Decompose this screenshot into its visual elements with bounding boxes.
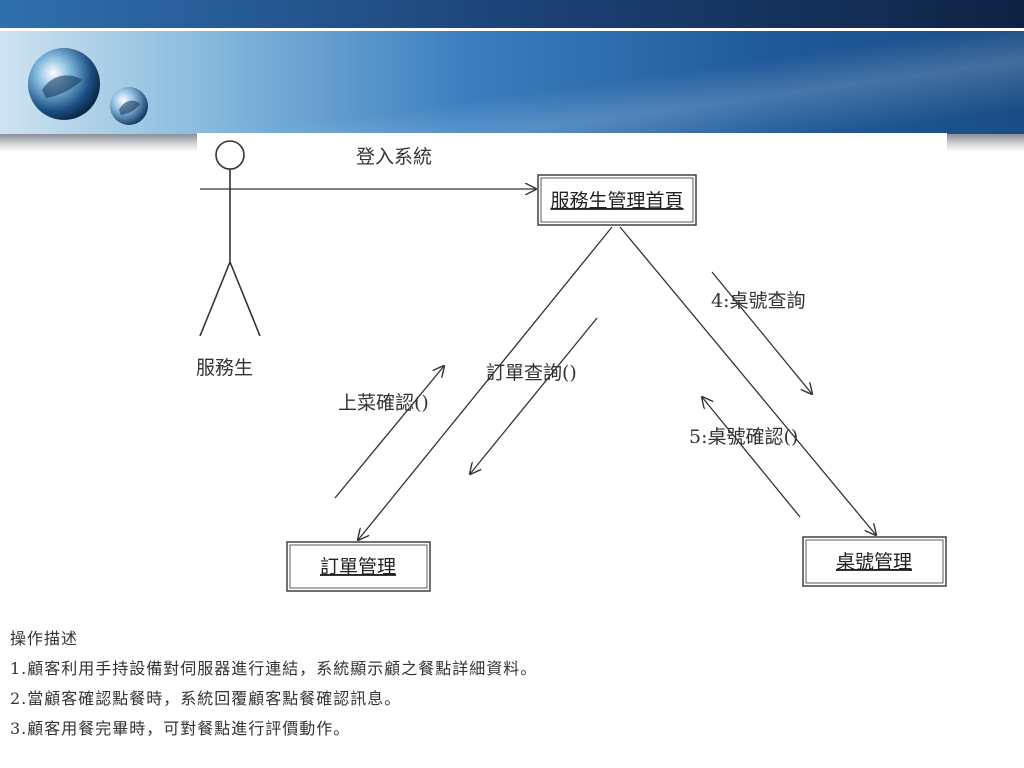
table-query-label: 4:桌號查詢 xyxy=(711,290,806,312)
serve-confirm-arrow xyxy=(334,366,444,499)
link-home-to-order xyxy=(358,226,613,540)
order-query-arrow xyxy=(470,317,598,474)
node-table-label: 桌號管理 xyxy=(836,551,912,573)
node-home: 服務生管理首頁 xyxy=(537,174,697,226)
node-home-label: 服務生管理首頁 xyxy=(550,190,683,212)
node-order: 訂單管理 xyxy=(286,541,431,592)
serve-confirm-label: 上菜確認() xyxy=(338,392,429,414)
actor-right-leg xyxy=(229,261,261,337)
header-top-bar xyxy=(0,0,1024,28)
table-query-arrow xyxy=(711,271,812,394)
table-confirm-label: 5:桌號確認() xyxy=(689,426,798,448)
order-query-label: 訂單查詢() xyxy=(486,362,577,384)
description-item-3: 3.顧客用餐完畢時，可對餐點進行評價動作。 xyxy=(10,719,351,738)
description-item-2: 2.當顧客確認點餐時，系統回覆顧客點餐確認訊息。 xyxy=(10,689,402,708)
node-order-label: 訂單管理 xyxy=(320,556,396,578)
description-item-1: 1.顧客利用手持設備對伺服器進行連結，系統顯示顧之餐點詳細資料。 xyxy=(10,659,538,678)
actor-label: 服務生 xyxy=(196,357,253,379)
actor-waiter xyxy=(199,140,261,337)
globe-logo-icon xyxy=(28,48,148,125)
login-message-label: 登入系統 xyxy=(356,146,432,168)
actor-head xyxy=(215,140,245,170)
header-divider xyxy=(0,28,1024,31)
header-banner-sheen xyxy=(0,31,1024,134)
header-banner xyxy=(0,31,1024,134)
table-confirm-arrow xyxy=(702,397,801,518)
link-home-to-table xyxy=(619,226,876,535)
actor-left-leg xyxy=(199,261,231,337)
operation-description: 操作描述 1.顧客利用手持設備對伺服器進行連結，系統顯示顧之餐點詳細資料。 2.… xyxy=(10,624,1010,744)
description-heading: 操作描述 xyxy=(10,629,79,648)
node-table: 桌號管理 xyxy=(802,536,947,587)
